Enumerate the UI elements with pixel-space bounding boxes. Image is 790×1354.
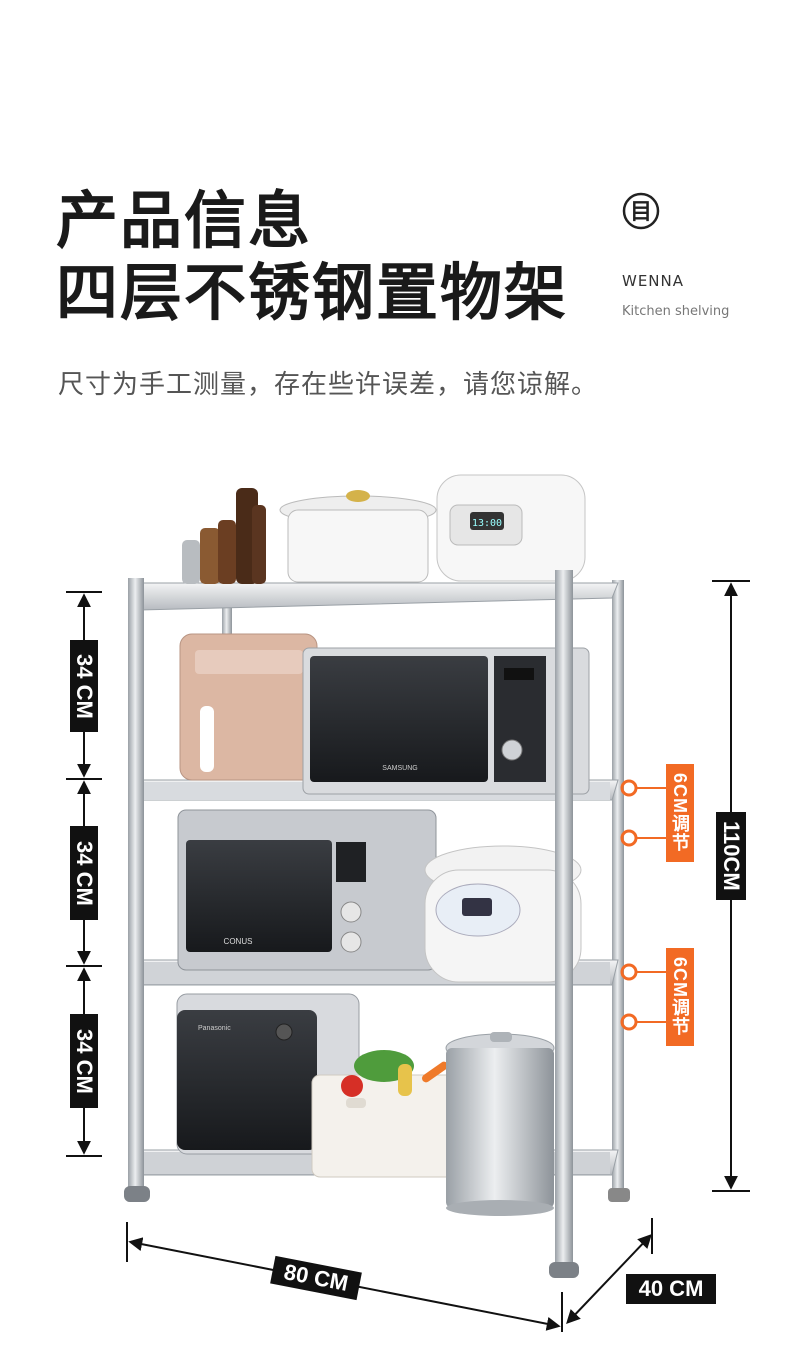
tier-height-label-1: 34 CM <box>70 640 98 732</box>
stock-pot <box>445 1032 555 1216</box>
rice-cooker-display: 13:00 <box>472 518 502 529</box>
total-height-label: 110CM <box>716 812 746 900</box>
rice-cooker-top: 13:00 <box>436 474 586 582</box>
page-title-line2: 四层不锈钢置物架 <box>56 256 569 329</box>
brand-name: WENNA <box>622 272 685 290</box>
spice-grinders <box>182 488 266 584</box>
adjust-markers <box>620 779 666 1031</box>
rice-cooker-mid <box>424 845 582 983</box>
microwave-brand: SAMSUNG <box>382 765 417 772</box>
brand-logo-icon: 目 <box>622 192 660 230</box>
toaster-oven: CONUS <box>177 809 437 971</box>
measurement-note: 尺寸为手工测量，存在些许误差，请您谅解。 <box>58 370 599 400</box>
page-title-line1: 产品信息 <box>56 184 313 257</box>
back-posts <box>222 580 630 1202</box>
microwave: SAMSUNG <box>302 647 590 795</box>
airfryer-brand: Panasonic <box>198 1025 231 1032</box>
tier-height-label-2: 34 CM <box>70 826 98 920</box>
depth-label: 40 CM <box>626 1274 716 1304</box>
logo-glyph: 目 <box>630 200 652 225</box>
white-pot <box>279 490 437 583</box>
front-posts <box>124 570 579 1278</box>
tier-height-label-3: 34 CM <box>70 1014 98 1108</box>
oven-brand: CONUS <box>224 937 253 946</box>
adjust-label-1: 6CM调节 <box>666 764 694 862</box>
adjust-label-2: 6CM调节 <box>666 948 694 1046</box>
brand-tagline: Kitchen shelving <box>622 304 730 319</box>
vegetable-basket <box>311 1050 455 1178</box>
air-fryer <box>179 633 318 781</box>
